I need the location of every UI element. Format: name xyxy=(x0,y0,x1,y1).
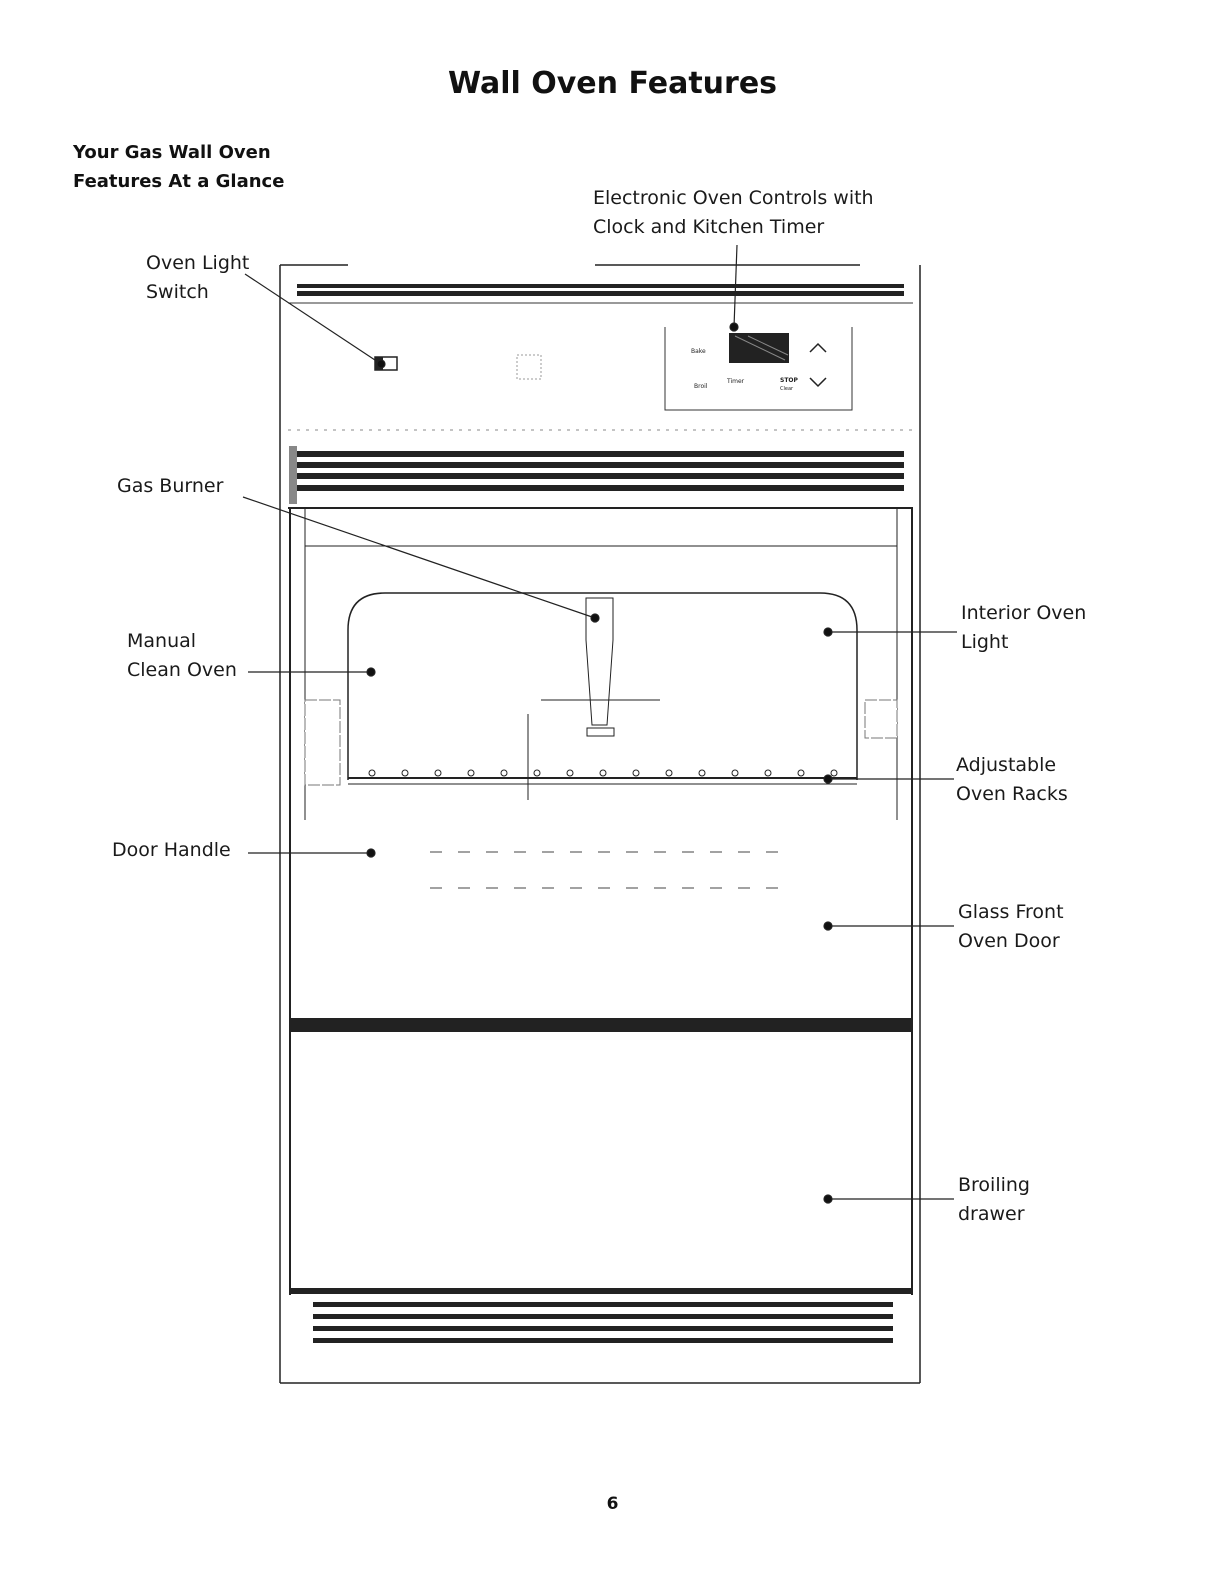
oven-outline xyxy=(280,265,920,1383)
callout-electronic-controls: Electronic Oven Controls with Clock and … xyxy=(593,184,874,242)
broiling-drawer-pointer-dot xyxy=(824,1195,832,1203)
callout-oven-light-switch: Oven Light Switch xyxy=(146,249,249,307)
glass-door-pointer-dot xyxy=(824,922,832,930)
left-rack-guides xyxy=(305,700,340,785)
middle-vent xyxy=(289,446,904,504)
right-rack-guides xyxy=(865,700,897,738)
callout-glass-front-door: Glass Front Oven Door xyxy=(958,898,1064,956)
interior-light-pointer-dot xyxy=(824,628,832,636)
top-vent xyxy=(297,284,904,296)
page-number: 6 xyxy=(0,1494,1225,1514)
clear-key-label: Clear xyxy=(780,386,794,392)
broil-key-label: Broil xyxy=(694,383,708,390)
oven-rack xyxy=(348,770,857,784)
callout-manual-clean-oven: Manual Clean Oven xyxy=(127,627,237,685)
callout-door-handle: Door Handle xyxy=(112,836,231,865)
leader-lines xyxy=(243,245,957,1203)
door-handle-pointer-dot xyxy=(367,849,375,857)
light-switch-pointer-dot xyxy=(377,360,385,368)
oven-door xyxy=(288,508,913,1295)
brand-logo xyxy=(517,355,541,379)
callout-gas-burner: Gas Burner xyxy=(117,472,223,501)
callout-interior-oven-light: Interior Oven Light xyxy=(961,599,1086,657)
gas-burner-pointer-dot xyxy=(591,614,599,622)
door-handle-line xyxy=(430,852,790,888)
bake-key-label: Bake xyxy=(691,348,706,355)
stop-key-label: STOP xyxy=(780,377,799,384)
manual-clean-pointer-dot xyxy=(367,668,375,676)
timer-key-label: Timer xyxy=(726,378,745,385)
bottom-vent xyxy=(313,1302,893,1343)
broiler-drawer xyxy=(290,1018,912,1294)
oven-racks-pointer-dot xyxy=(824,775,832,783)
oven-cavity xyxy=(305,593,897,800)
callout-adjustable-racks: Adjustable Oven Racks xyxy=(956,751,1068,809)
controls-pointer-dot xyxy=(730,323,738,331)
callout-broiling-drawer: Broiling drawer xyxy=(958,1171,1030,1229)
